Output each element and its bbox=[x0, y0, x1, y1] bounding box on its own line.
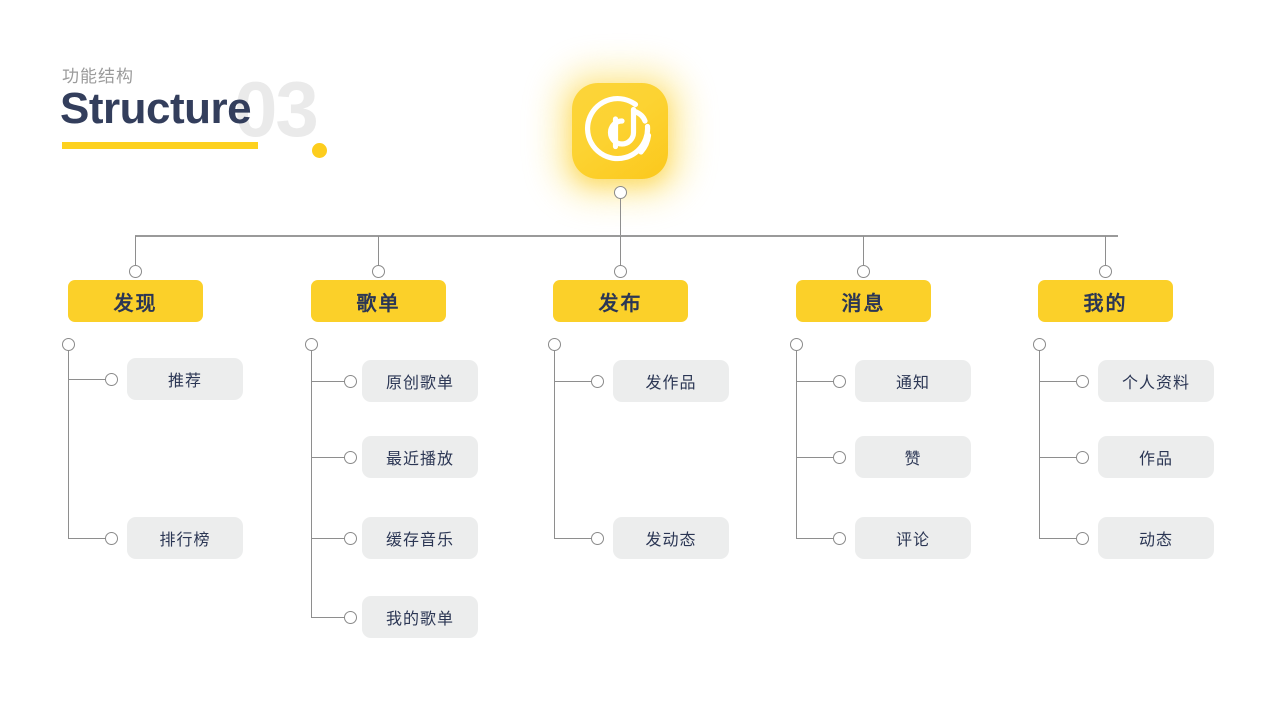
l2-node-ranking[interactable]: 排行榜 bbox=[127, 517, 243, 559]
col2-branch-1 bbox=[311, 381, 345, 383]
l1-node-publish[interactable]: 发布 bbox=[553, 280, 688, 322]
root-trunk-line bbox=[620, 199, 622, 236]
l1-node-messages[interactable]: 消息 bbox=[796, 280, 931, 322]
drop-line-2 bbox=[378, 236, 380, 267]
l2-node-post-work[interactable]: 发作品 bbox=[613, 360, 729, 402]
title-underline bbox=[62, 142, 258, 149]
col1-branch-1 bbox=[68, 379, 106, 381]
col3-trunk-line bbox=[554, 351, 556, 539]
col1-branch-dot-2 bbox=[105, 532, 118, 545]
col4-branch-1 bbox=[796, 381, 834, 383]
l2-node-cached-music[interactable]: 缓存音乐 bbox=[362, 517, 478, 559]
col3-trunk-dot bbox=[548, 338, 561, 351]
col4-branch-dot-3 bbox=[833, 532, 846, 545]
drop-line-1 bbox=[135, 236, 137, 267]
col5-trunk-line bbox=[1039, 351, 1041, 539]
bus-line bbox=[135, 235, 1118, 238]
l2-node-my-playlist[interactable]: 我的歌单 bbox=[362, 596, 478, 638]
app-logo bbox=[556, 69, 684, 197]
root-connector-dot bbox=[614, 186, 627, 199]
drop-dot-1 bbox=[129, 265, 142, 278]
col5-branch-dot-1 bbox=[1076, 375, 1089, 388]
col2-branch-dot-1 bbox=[344, 375, 357, 388]
l2-node-recent-played[interactable]: 最近播放 bbox=[362, 436, 478, 478]
col3-branch-dot-1 bbox=[591, 375, 604, 388]
drop-line-4 bbox=[863, 236, 865, 267]
l2-node-moments[interactable]: 动态 bbox=[1098, 517, 1214, 559]
col4-trunk-line bbox=[796, 351, 798, 539]
col2-branch-2 bbox=[311, 457, 345, 459]
col3-branch-1 bbox=[554, 381, 592, 383]
section-kicker: 功能结构 bbox=[62, 67, 134, 87]
drop-line-5 bbox=[1105, 236, 1107, 267]
l1-node-mine[interactable]: 我的 bbox=[1038, 280, 1173, 322]
l2-node-notification[interactable]: 通知 bbox=[855, 360, 971, 402]
l2-node-likes[interactable]: 赞 bbox=[855, 436, 971, 478]
col4-trunk-dot bbox=[790, 338, 803, 351]
col3-branch-2 bbox=[554, 538, 592, 540]
music-spiral-icon bbox=[585, 95, 652, 162]
col1-trunk-dot bbox=[62, 338, 75, 351]
col2-branch-3 bbox=[311, 538, 345, 540]
accent-dot bbox=[312, 143, 327, 158]
col3-branch-dot-2 bbox=[591, 532, 604, 545]
col5-branch-dot-2 bbox=[1076, 451, 1089, 464]
logo-tile bbox=[572, 83, 668, 179]
l1-node-playlist[interactable]: 歌单 bbox=[311, 280, 446, 322]
col4-branch-dot-1 bbox=[833, 375, 846, 388]
col5-branch-1 bbox=[1039, 381, 1077, 383]
col2-trunk-line bbox=[311, 351, 313, 618]
section-number: 03 bbox=[234, 65, 319, 153]
col5-branch-dot-3 bbox=[1076, 532, 1089, 545]
col5-branch-2 bbox=[1039, 457, 1077, 459]
col1-branch-2 bbox=[68, 538, 106, 540]
drop-dot-4 bbox=[857, 265, 870, 278]
l2-node-original-playlist[interactable]: 原创歌单 bbox=[362, 360, 478, 402]
l2-node-post-moment[interactable]: 发动态 bbox=[613, 517, 729, 559]
l2-node-works[interactable]: 作品 bbox=[1098, 436, 1214, 478]
drop-dot-2 bbox=[372, 265, 385, 278]
col2-branch-dot-3 bbox=[344, 532, 357, 545]
l2-node-comments[interactable]: 评论 bbox=[855, 517, 971, 559]
l1-node-discover[interactable]: 发现 bbox=[68, 280, 203, 322]
drop-line-3 bbox=[620, 236, 622, 267]
col5-trunk-dot bbox=[1033, 338, 1046, 351]
drop-dot-3 bbox=[614, 265, 627, 278]
page-title: Structure bbox=[60, 84, 252, 133]
l2-node-recommend[interactable]: 推荐 bbox=[127, 358, 243, 400]
col1-branch-dot-1 bbox=[105, 373, 118, 386]
l2-node-profile[interactable]: 个人资料 bbox=[1098, 360, 1214, 402]
col1-trunk-line bbox=[68, 351, 70, 539]
col2-branch-4 bbox=[311, 617, 345, 619]
drop-dot-5 bbox=[1099, 265, 1112, 278]
col4-branch-3 bbox=[796, 538, 834, 540]
col4-branch-2 bbox=[796, 457, 834, 459]
col4-branch-dot-2 bbox=[833, 451, 846, 464]
col2-branch-dot-2 bbox=[344, 451, 357, 464]
col2-trunk-dot bbox=[305, 338, 318, 351]
col2-branch-dot-4 bbox=[344, 611, 357, 624]
col5-branch-3 bbox=[1039, 538, 1077, 540]
page-title-block: 03 功能结构 Structure bbox=[60, 58, 352, 158]
